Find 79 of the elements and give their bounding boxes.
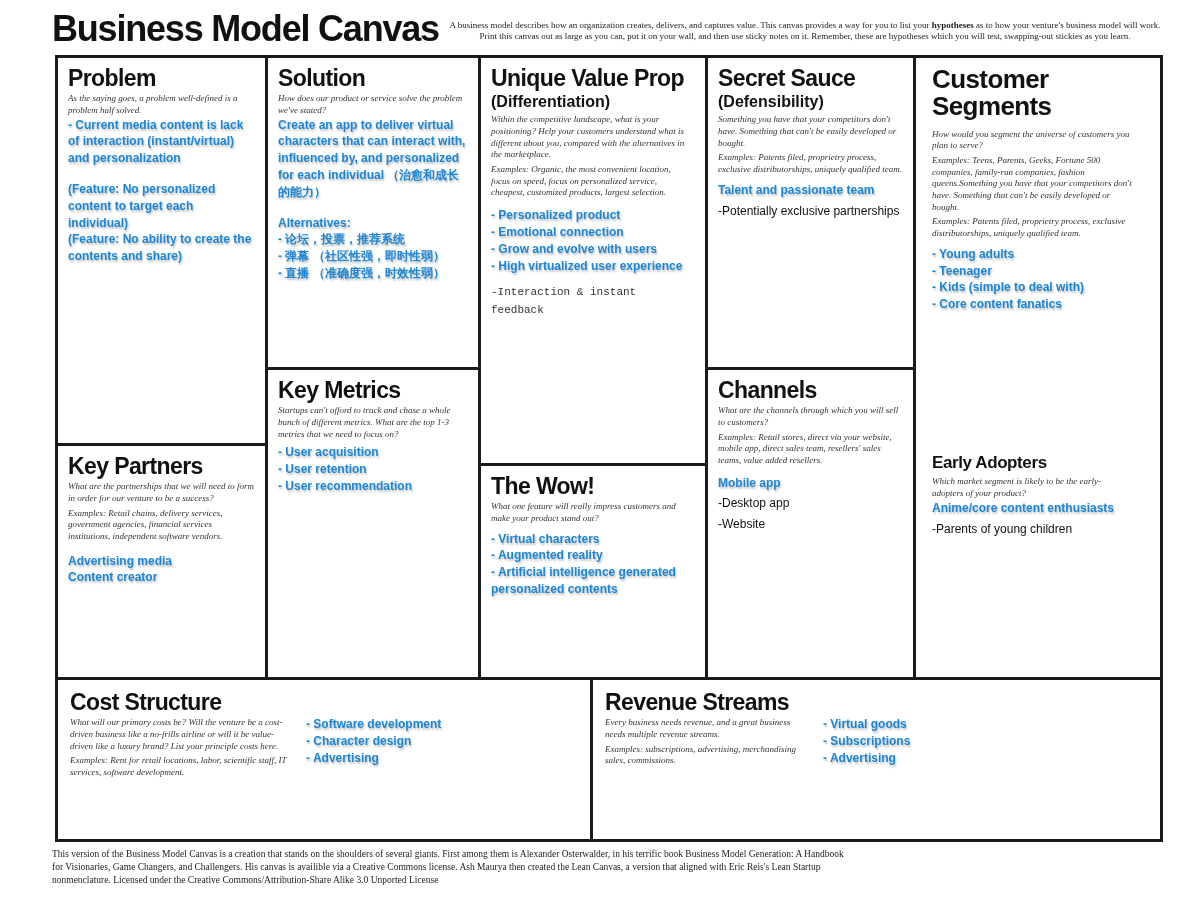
section-heading: Channels	[718, 378, 818, 403]
section-heading: The Wow!	[491, 474, 596, 499]
canvas-section	[913, 55, 1163, 680]
prompt-text: Examples: Retail stores, direct via your website, mobile app, direct sales team, resellers' sales teams, value added resellers.	[718, 431, 893, 467]
section-heading: Cost Structure	[70, 690, 223, 715]
sticky-note: - Personalized product	[491, 207, 621, 224]
note-text: -Website	[718, 516, 766, 533]
sticky-note: Advertising media	[68, 552, 173, 570]
sticky-note: - Current media content is lack of interaction (instant/virtual) and personalization	[68, 116, 245, 167]
sticky-note: - Advertising	[306, 749, 379, 767]
section-heading: Problem	[68, 66, 157, 91]
sticky-note: - Advertising	[823, 749, 896, 767]
sticky-note: - Teenager	[932, 262, 992, 280]
note-text: -Parents of young children	[932, 520, 1073, 538]
prompt-text: Something you have that your competitors don't have. Something that can't be easily developed or bought.	[718, 114, 898, 150]
prompt-text: How does our product or service solve the problem we've stated?	[278, 93, 464, 117]
section-heading: Customer Segments	[932, 66, 1053, 121]
intro-text: A business model describes how an organization creates, delivers, and captures value. This canvas provides a way for you to list your hypotheses as to how your venture's business model will work. Print this canvas out as large as you can, put it on your wall, and then use sticky notes on it. Remember, these are hypotheses which you will test, swapping-out stickies as you learn.	[448, 20, 1162, 43]
prompt-text: Examples: Patents filed, proprietry process, exclusive distributorships, uniquely qualified team.	[932, 216, 1127, 240]
sticky-note: - Subscriptions	[823, 732, 911, 750]
prompt-text: Examples: subscriptions, advertising, merchandising sales, commissions.	[605, 743, 797, 767]
sticky-note: - User recommendation	[278, 477, 413, 495]
sticky-note: Alternatives:	[278, 214, 351, 232]
sticky-note: - Young adults	[932, 245, 1015, 263]
sticky-note: Talent and passionate team	[718, 181, 875, 199]
subsection-heading: Early Adopters	[932, 452, 1048, 474]
prompt-text: Every business needs revenue, and a great business needs multiple revenue streams.	[605, 717, 792, 741]
sticky-note: Anime/core content enthusiasts	[932, 499, 1115, 517]
sticky-note: - Software development	[306, 716, 442, 733]
sticky-note: - 直播 （准确度强，时效性弱）	[278, 264, 445, 282]
prompt-text: Within the competitive landscape, what is your positioning? Help your customers understand what is different about you, compared with the alternatives in the marketplace.	[491, 114, 686, 162]
sticky-note: - Grow and evolve with users	[491, 240, 658, 258]
section-heading: Key Metrics	[278, 378, 402, 403]
sticky-note: - Artificial intelligence generated personalized contents	[491, 564, 677, 598]
sticky-note: - User retention	[278, 461, 367, 478]
prompt-text: What are the partnerships that we will need to form in order for our venture to be a success?	[68, 481, 255, 505]
section-subheading: (Defensibility)	[718, 92, 825, 112]
section-subheading: (Differentiation)	[491, 92, 612, 112]
section-heading: Revenue Streams	[605, 690, 791, 715]
canvas-section	[55, 55, 268, 446]
sticky-note: - Emotional connection	[491, 223, 624, 241]
note-text: -Desktop app	[718, 495, 790, 513]
note-text: -Potentially exclusive partnerships	[718, 202, 900, 220]
prompt-text: Examples: Organic, the most convenient location, focus on speed, focus on personalized service, cheapest, customized products, largest selection.	[491, 164, 672, 200]
sticky-note: - 弹幕 （社区性强，即时性弱）	[278, 248, 445, 265]
prompt-text: Examples: Rent for retail locations, labor, scientific staff, IT services, software development.	[70, 755, 288, 779]
prompt-text: How would you segment the universe of customers you plan to serve?	[932, 128, 1131, 152]
prompt-text: Startups can't afford to track and chase a whole bunch of different metrics. What are the top 1-3 metrics that we need to focus on?	[278, 405, 452, 441]
prompt-text: What one feature will really impress customers and make your product stand out?	[491, 501, 677, 525]
sticky-note: - High virtualized user experience	[491, 257, 683, 275]
sticky-note: (Feature: No ability to create the contents and share)	[68, 231, 253, 265]
prompt-text: Examples: Retail chains, delivery services, government agencies, financial services institutions, independent software vendors.	[68, 507, 224, 543]
prompt-text: What are the channels through which you will sell to customers?	[718, 405, 900, 429]
sticky-note: - User acquisition	[278, 444, 379, 461]
canvas-section	[55, 677, 593, 842]
section-heading: Secret Sauce	[718, 66, 857, 91]
section-heading: Solution	[278, 66, 367, 91]
sticky-note: - Virtual characters	[491, 530, 600, 548]
sticky-note: - Augmented reality	[491, 547, 603, 565]
sticky-note: - 论坛，投票，推荐系统	[278, 231, 406, 249]
section-heading: Key Partners	[68, 454, 204, 479]
sticky-note: - Virtual goods	[823, 716, 907, 733]
sticky-note: - Character design	[306, 732, 412, 750]
footnote-text: This version of the Business Model Canvas is a creation that stands on the shoulders of several giants. First among them is Alexander Osterwalder, in his terrific book Business Model Generation: A Handbook for Visionaries, Game Changers, and Challengers. His canvas is availible via a Creative Commons license. Ash Maurya then created the Lean Canvas, a version that aligned with Eric Reis's Lean Startup nonmenclature. Licensed under the Creative Commons/Attribution-Share Alike 3.0 Unported License	[52, 848, 845, 887]
sticky-note: - Core content fanatics	[932, 296, 1063, 313]
prompt-text: What will our primary costs be? Will the venture be a cost-driven business like a no-frills airline or will it be value-driven like a luxury brand? List your principle costs here.	[70, 717, 284, 753]
sticky-note: Content creator	[68, 569, 158, 587]
canvas-section	[590, 677, 1163, 842]
prompt-text: Which market segment is likely to be the early-adopters of your product?	[932, 476, 1102, 500]
canvas-title: Business Model Canvas	[52, 8, 439, 50]
sticky-note: (Feature: No personalized content to target each individual)	[68, 180, 217, 232]
prompt-text: Examples: Patents filed, proprietry process, exclusive distributorships, uniquely qualified team.	[718, 152, 903, 176]
prompt-text: As the saying goes, a problem well-defined is a problem half solved.	[68, 93, 239, 117]
sticky-note: Create an app to deliver virtual characters that can interact with, influenced by, and personalized for each individual （治愈和成长的能力）	[278, 116, 467, 201]
section-heading: Unique Value Prop	[491, 66, 685, 91]
sticky-note: Mobile app	[718, 474, 781, 492]
sticky-note: - Kids (simple to deal with)	[932, 279, 1084, 297]
prompt-text: Examples: Teens, Parents, Geeks, Fortune 500 companies, family-run companies, fashion queens.Something you have that your competitors don't have. Something that can't be easily developed or bought.	[932, 154, 1132, 214]
note-text: -Interaction & instant feedback	[491, 285, 638, 318]
